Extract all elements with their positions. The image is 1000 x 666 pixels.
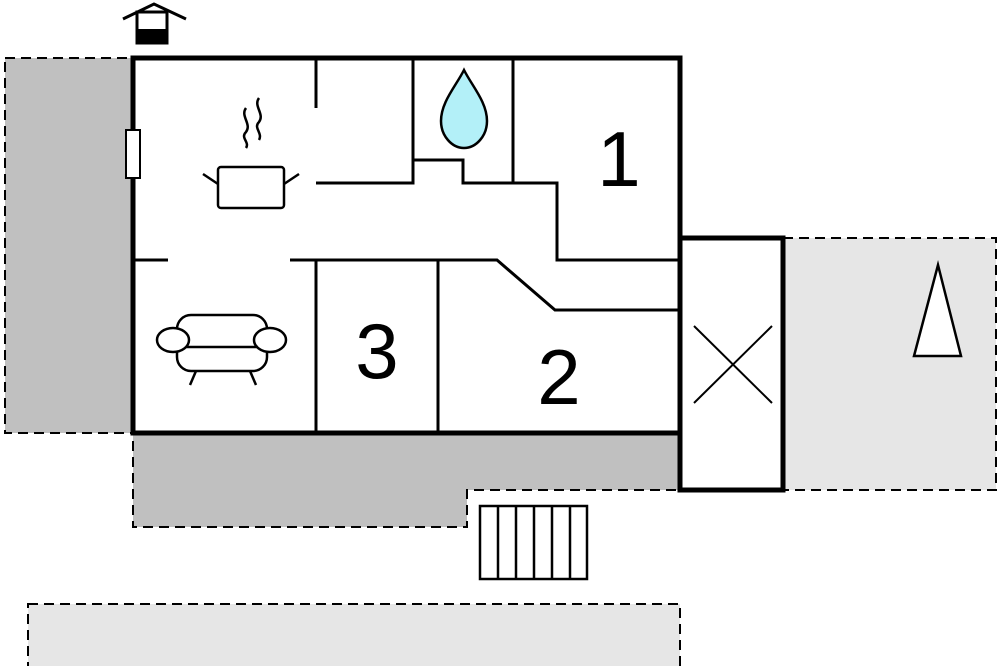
cross-icon [693, 325, 773, 404]
room-label-3: 3 [355, 307, 398, 395]
outdoor-areas [4, 57, 997, 666]
exterior-walls [130, 55, 786, 493]
interior-walls [133, 58, 680, 433]
room-label-1: 1 [597, 115, 640, 203]
room-label-2: 2 [537, 333, 580, 421]
terrace-bottom [132, 432, 681, 528]
well-icon [122, 2, 187, 45]
water-drop-icon [439, 67, 489, 150]
window [125, 129, 141, 179]
stairs-icon [478, 504, 589, 581]
terrace-left [4, 57, 134, 434]
lawn-bottom [27, 603, 681, 666]
cooking-pot-icon [202, 97, 300, 210]
garden-right [782, 237, 997, 491]
tree-icon [912, 260, 963, 358]
sofa-icon [155, 313, 288, 386]
